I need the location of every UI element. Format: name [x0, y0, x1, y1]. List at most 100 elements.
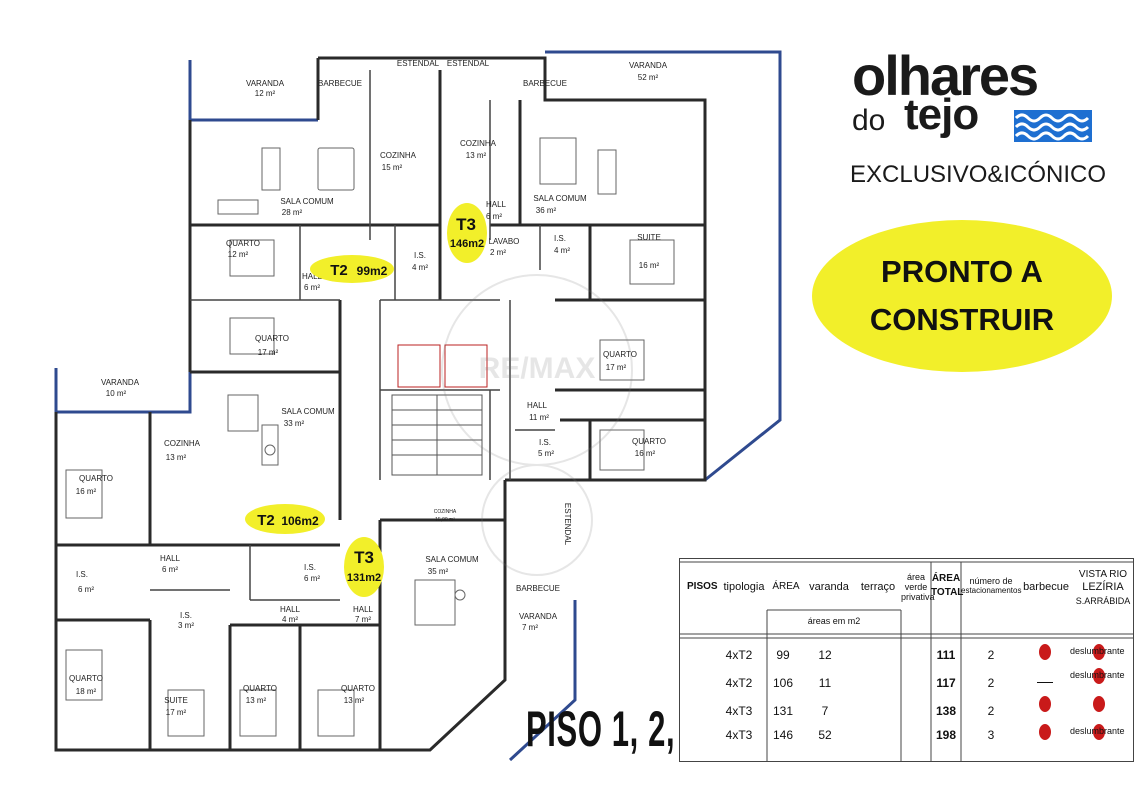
room-name: QUARTO [79, 474, 113, 483]
watermark: RE/MAX [441, 274, 633, 576]
cell-varanda: 12 [818, 648, 832, 662]
room-name: COZINHA [460, 139, 497, 148]
room-area: 11 m² [529, 413, 549, 422]
unit-tags: T2 99m2 T3 146m2 T2 106m2 T3 131m2 [245, 203, 487, 597]
room-name: BARBECUE [523, 79, 567, 88]
header-vista-1: VISTA RIO [1078, 569, 1128, 580]
room-name: I.S. [414, 251, 426, 260]
room-name: HALL [527, 401, 548, 410]
header-pisos: PISOS [687, 581, 718, 592]
room-area: 2 m² [490, 248, 506, 257]
brand-tagline: EXCLUSIVO&ICÓNICO [850, 161, 1107, 188]
room-name: COZINHA [164, 439, 201, 448]
room-name: ESTENDAL [563, 503, 572, 546]
stair-core [391, 344, 488, 476]
cell-tipologia: 4xT2 [725, 648, 753, 662]
header-area-verde-1: área [906, 572, 925, 582]
barbecue-dot [1039, 644, 1051, 660]
room-area: 6 m² [162, 565, 178, 574]
room-name: SUITE [164, 696, 188, 705]
room-area: 16 m² [76, 487, 97, 496]
room-name: VARANDA [101, 378, 140, 387]
room-area: 16 m² [639, 261, 660, 270]
watermark-text: RE/MAX [479, 352, 596, 385]
header-area-verde-3: privativa [901, 592, 935, 602]
room-name: SUITE [637, 233, 661, 242]
room-area: 16 m² [635, 449, 656, 458]
room-name: SALA COMUM [533, 194, 587, 203]
cell-total: 198 [935, 728, 957, 742]
cell-total: 138 [935, 704, 957, 718]
cell-tipologia: 4xT3 [725, 728, 753, 742]
header-terraco: terraço [860, 581, 896, 593]
room-name: I.S. [539, 438, 551, 447]
cell-area: 99 [776, 648, 790, 662]
header-area-total-2: TOTAL [931, 587, 964, 598]
balcony-outlines [54, 50, 782, 762]
room-area: 6 m² [304, 574, 320, 583]
header-vista-3: S.ARRÁBIDA [1075, 596, 1131, 606]
unit-area: 106m2 [281, 514, 319, 528]
room-area: 4 m² [412, 263, 428, 272]
walls [54, 56, 707, 752]
brand-name-olhares: olhares [852, 44, 1039, 107]
room-name: COZINHA [434, 509, 457, 515]
unit-area: 131m2 [347, 572, 381, 584]
room-name: COZINHA [380, 151, 417, 160]
vista-dot [1093, 668, 1105, 684]
room-area: 17 m² [166, 708, 187, 717]
header-area-total-1: ÁREA [931, 573, 961, 584]
header-vista-2: LEZÍRIA [1082, 581, 1124, 593]
promo-line-2: CONSTRUIR [869, 302, 1055, 337]
header-tipologia: tipologia [723, 581, 765, 593]
cell-varanda: 52 [818, 728, 832, 742]
unit-tag-t3-131: T3 131m2 [344, 537, 384, 597]
room-area: 7 m² [355, 615, 371, 624]
cell-estac: 2 [987, 704, 995, 718]
vista-dot [1093, 696, 1105, 712]
room-area: 28 m² [282, 208, 303, 217]
cell-tipologia: 4xT3 [725, 704, 753, 718]
unit-type: T2 [330, 262, 348, 279]
cell-vista: deslumbrante [1070, 726, 1125, 736]
room-name: BARBECUE [318, 79, 362, 88]
cell-vista: deslumbrante [1070, 670, 1125, 680]
room-area: 17 m² [606, 363, 627, 372]
vista-dot [1093, 644, 1105, 660]
room-area: 13 m² [466, 151, 487, 160]
room-name: HALL [486, 200, 507, 209]
room-area: 6 m² [78, 585, 94, 594]
room-area: 13 m² [344, 696, 365, 705]
room-area: 15 m² [382, 163, 403, 172]
barbecue-dot [1039, 696, 1051, 712]
cell-tipologia: 4xT2 [725, 676, 753, 690]
room-area: 15,90 m² [435, 517, 455, 523]
room-area: 52 m² [638, 73, 659, 82]
cell-area: 106 [772, 676, 794, 690]
room-area: 3 m² [178, 621, 194, 630]
vista-dot [1093, 724, 1105, 740]
header-area: ÁREA [772, 581, 800, 592]
brand-name-do: do [852, 104, 886, 137]
room-area: 10 m² [106, 389, 127, 398]
room-name: LAVABO [489, 237, 520, 246]
cell-total: 117 [936, 676, 956, 690]
cell-vista: deslumbrante [1070, 646, 1125, 656]
promo-badge: PRONTO A CONSTRUIR [812, 220, 1112, 372]
room-name: I.S. [304, 563, 316, 572]
room-name: HALL [353, 605, 374, 614]
cell-estac: 2 [987, 648, 995, 662]
brand-name-tejo: tejo [904, 90, 979, 139]
promo-line-1: PRONTO A [881, 254, 1043, 289]
room-name: HALL [160, 554, 181, 563]
room-area: 4 m² [554, 246, 570, 255]
unit-area: 146m2 [450, 238, 484, 250]
room-name: I.S. [76, 570, 88, 579]
room-area: 4 m² [282, 615, 298, 624]
room-name: I.S. [554, 234, 566, 243]
room-name: QUARTO [255, 334, 289, 343]
header-varanda: varanda [809, 581, 849, 593]
room-name: SALA COMUM [425, 555, 479, 564]
unit-tag-t3-146: T3 146m2 [447, 203, 487, 263]
